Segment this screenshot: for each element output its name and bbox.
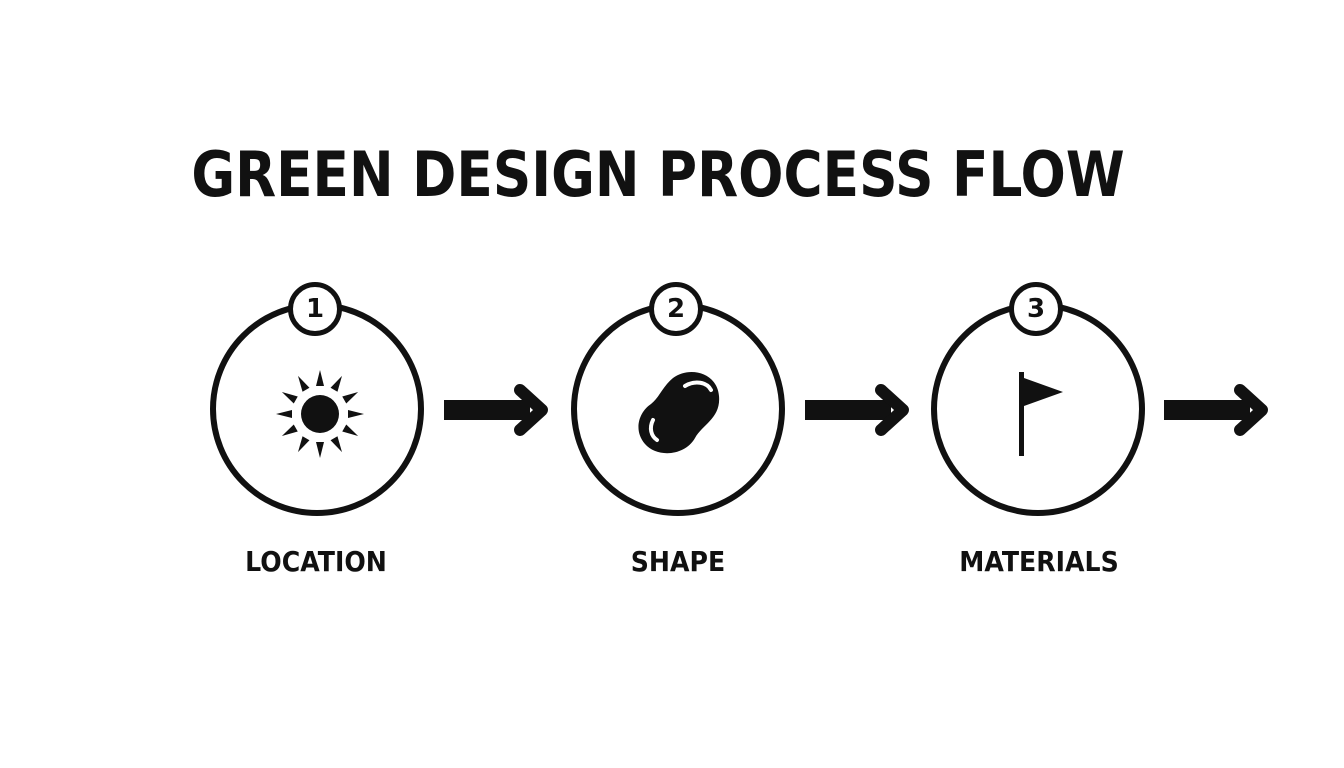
sun-icon	[276, 370, 364, 458]
arrow-right-icon	[1164, 384, 1268, 436]
step-label-location: LOCATION	[245, 545, 387, 578]
step-circle-location	[210, 302, 424, 516]
diagram-title: GREEN DESIGN PROCESS FLOW	[191, 138, 1125, 211]
bean-shape-icon	[638, 372, 720, 454]
step-circle-shape	[571, 302, 785, 516]
flag-icon	[1019, 372, 1063, 456]
step-label-shape: SHAPE	[630, 545, 726, 578]
step-circle-materials	[931, 302, 1145, 516]
step-number-badge-3: 3	[1009, 282, 1063, 336]
step-number-badge-2: 2	[649, 282, 703, 336]
step-label-materials: MATERIALS	[959, 545, 1119, 578]
arrow-right-icon	[805, 384, 909, 436]
step-number-badge-1: 1	[288, 282, 342, 336]
arrow-right-icon	[444, 384, 548, 436]
